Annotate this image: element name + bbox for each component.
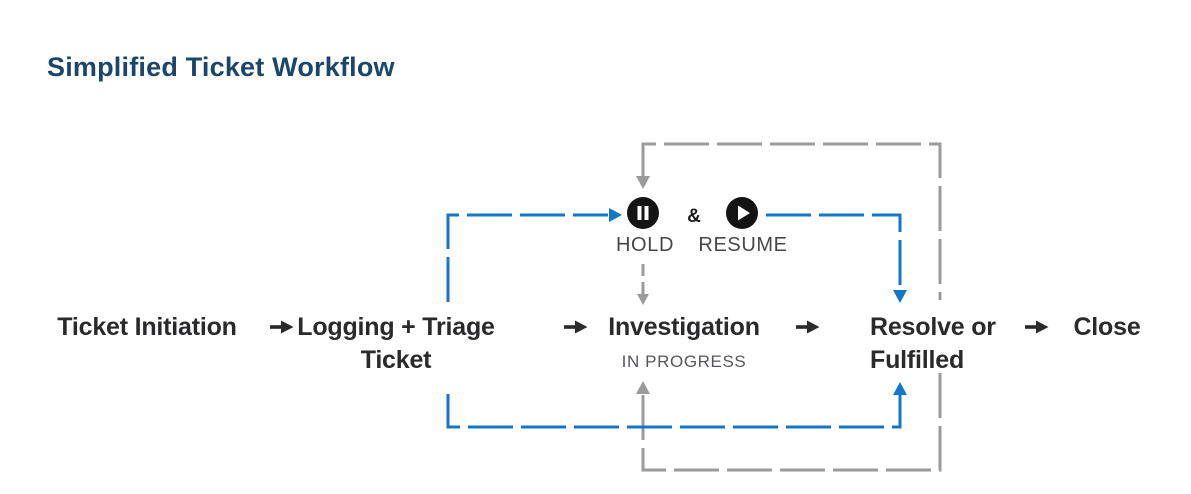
flow-arrow-icon — [269, 318, 295, 336]
blue-arrowheads — [609, 208, 907, 395]
gray-arrowheads — [636, 176, 650, 394]
hold-label: HOLD — [616, 234, 674, 256]
step-label-line2: Fulfilled — [870, 346, 965, 374]
step-label: Ticket Initiation — [57, 313, 237, 341]
ampersand-separator: & — [687, 206, 701, 227]
step-logging-triage: Logging + Triage Ticket — [297, 312, 495, 376]
step-label: Close — [1073, 313, 1141, 341]
step-status-badge: IN PROGRESS — [621, 352, 747, 371]
step-label: Resolve or — [870, 313, 996, 341]
pause-icon — [627, 197, 659, 229]
step-ticket-initiation: Ticket Initiation — [57, 312, 237, 343]
diagram-title: Simplified Ticket Workflow — [47, 52, 395, 82]
step-label-line2: Ticket — [360, 346, 432, 374]
step-label: Investigation — [608, 313, 760, 341]
play-icon — [726, 197, 758, 229]
resume-label: RESUME — [698, 234, 788, 256]
gray-loop-lines — [641, 142, 942, 472]
flow-arrow-icon — [795, 318, 821, 336]
step-close: Close — [1073, 312, 1140, 343]
step-resolve-fulfilled: Resolve or Fulfilled — [870, 312, 996, 376]
step-investigation: Investigation IN PROGRESS — [608, 312, 760, 372]
flow-arrow-icon — [1024, 318, 1050, 336]
flow-arrow-icon — [563, 318, 589, 336]
blue-flow-lines — [446, 213, 902, 429]
step-label: Logging + Triage — [297, 313, 495, 341]
